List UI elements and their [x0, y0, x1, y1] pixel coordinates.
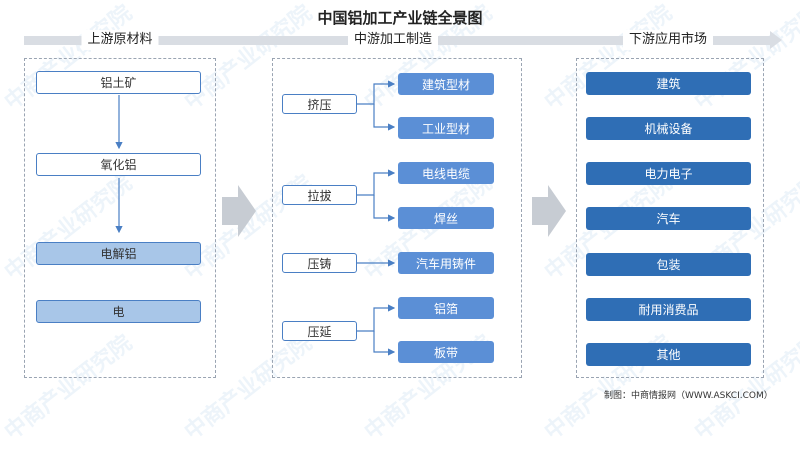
- downstream-item-others: 其他: [586, 343, 751, 366]
- product-industrial-profile: 工业型材: [398, 117, 494, 139]
- downstream-item-automobile: 汽车: [586, 207, 751, 230]
- upstream-item-electricity: 电: [36, 300, 201, 323]
- midstream-panel: [272, 58, 522, 378]
- upstream-panel: [24, 58, 216, 378]
- product-building-profile: 建筑型材: [398, 73, 494, 95]
- downstream-panel: [576, 58, 764, 378]
- section-title-downstream: 下游应用市场: [622, 30, 714, 50]
- product-aluminum-foil: 铝箔: [398, 297, 494, 319]
- upstream-item-bauxite: 铝土矿: [36, 71, 201, 94]
- branch-rolling-1: [357, 304, 396, 332]
- upstream-item-electrolytic-aluminum: 电解铝: [36, 242, 201, 265]
- branch-rolling-2: [373, 331, 396, 356]
- product-welding-wire: 焊丝: [398, 207, 494, 229]
- diagram-title: 中国铝加工产业链全景图: [317, 9, 483, 27]
- downstream-item-durable-goods: 耐用消费品: [586, 298, 751, 321]
- source-caption: 制图：中商情报网（WWW.ASKCI.COM）: [604, 391, 773, 401]
- downstream-item-machinery: 机械设备: [586, 117, 751, 140]
- process-drawing: 拉拔: [282, 185, 357, 205]
- branch-drawing-2: [373, 195, 396, 222]
- flow-arrow-mid-to-down: [532, 185, 566, 237]
- flow-arrow-up-to-mid: [222, 185, 256, 237]
- branch-drawing-1: [357, 169, 396, 196]
- downstream-item-packaging: 包装: [586, 253, 751, 276]
- product-auto-casting: 汽车用铸件: [398, 252, 494, 274]
- downstream-item-power-electronics: 电力电子: [586, 162, 751, 185]
- section-title-upstream: 上游原材料: [81, 30, 159, 50]
- upstream-item-alumina: 氧化铝: [36, 153, 201, 176]
- product-plate-strip: 板带: [398, 341, 494, 363]
- process-rolling: 压延: [282, 321, 357, 341]
- section-title-midstream: 中游加工制造: [347, 30, 439, 50]
- downstream-item-construction: 建筑: [586, 72, 751, 95]
- product-wire-cable: 电线电缆: [398, 162, 494, 184]
- process-extrusion: 挤压: [282, 94, 357, 114]
- branch-extrusion-1: [357, 80, 396, 105]
- process-die-casting: 压铸: [282, 253, 357, 273]
- branch-extrusion-2: [373, 104, 396, 131]
- flow-band-arrowhead: [770, 31, 782, 49]
